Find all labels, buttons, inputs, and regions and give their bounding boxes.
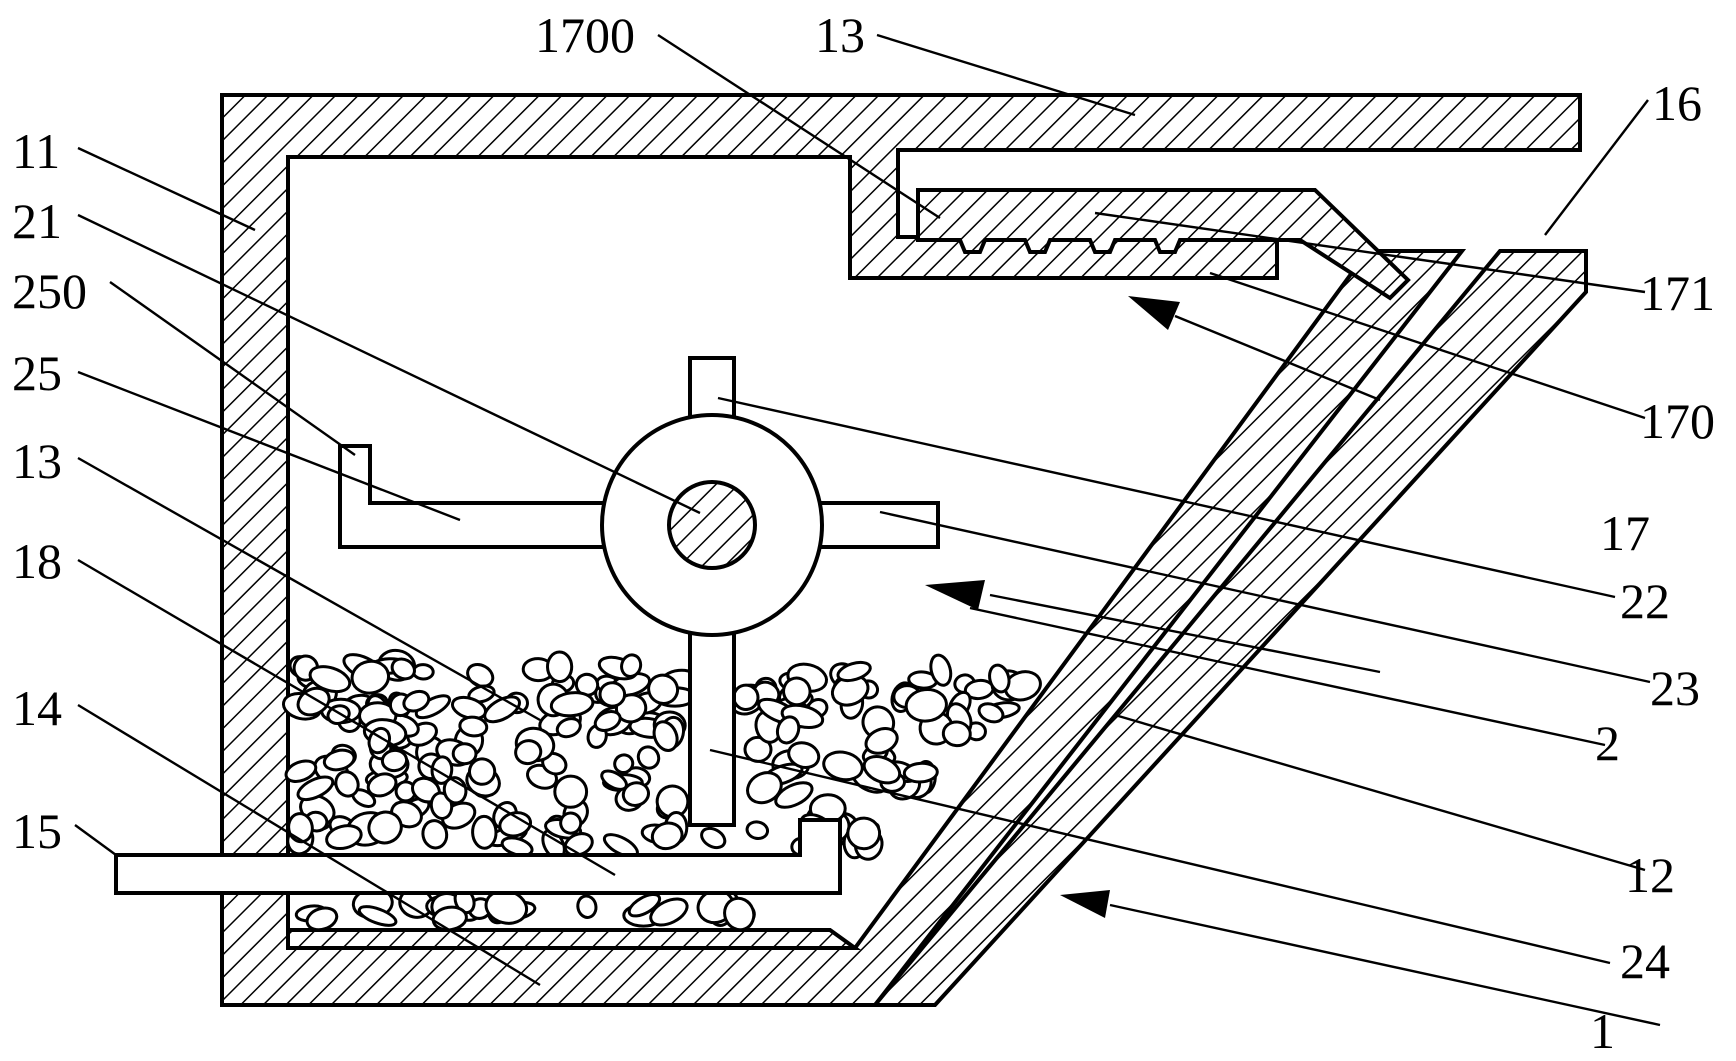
toothed-strip (916, 188, 1411, 301)
label-2: 2 (1595, 715, 1620, 771)
arrow-head-3 (1128, 296, 1180, 330)
stone (451, 742, 478, 766)
stone (553, 774, 589, 809)
label-250: 250 (12, 263, 87, 319)
stone (402, 689, 431, 713)
label-11: 11 (12, 123, 60, 179)
discharge-pipe (114, 818, 842, 895)
inclined-plate (870, 249, 1588, 1007)
label-171: 171 (1640, 265, 1715, 321)
stone (700, 826, 727, 850)
stone (836, 660, 872, 683)
stone (367, 810, 403, 845)
flow-arrows (925, 296, 1661, 1027)
stone (325, 824, 363, 851)
stone (549, 691, 595, 718)
reference-numerals: 1700 13 16 11 21 250 25 13 18 14 15 171 … (12, 7, 1715, 1059)
stone (846, 816, 882, 851)
stone (929, 653, 953, 687)
stone (593, 710, 622, 732)
stone (576, 894, 598, 919)
stone (621, 781, 650, 807)
stone (822, 750, 864, 782)
stone (471, 814, 498, 850)
stone (308, 665, 352, 694)
rotor-shaft (667, 480, 757, 570)
stone (545, 650, 574, 684)
stone (421, 819, 449, 850)
leader-lines (74, 33, 1651, 987)
stone (782, 676, 812, 707)
stone (902, 761, 939, 784)
label-25: 25 (12, 345, 62, 401)
label-22: 22 (1620, 573, 1670, 629)
stone (627, 892, 662, 918)
stone (864, 727, 899, 755)
label-13-left: 13 (12, 433, 62, 489)
stone (514, 739, 543, 766)
stone (322, 748, 356, 772)
arm-down (688, 618, 736, 827)
label-13-top: 13 (815, 7, 865, 63)
stone (723, 896, 756, 932)
stone (904, 688, 948, 723)
stone (620, 653, 643, 678)
label-170: 170 (1640, 393, 1715, 449)
arrow-head-2 (925, 580, 985, 610)
stone (787, 741, 821, 769)
stone (636, 745, 661, 770)
arm-right (806, 501, 940, 549)
stone (746, 771, 783, 805)
label-1: 1 (1590, 1003, 1615, 1059)
label-18: 18 (12, 533, 62, 589)
stone (366, 772, 398, 798)
stone (390, 657, 416, 681)
stone (774, 781, 814, 809)
label-23: 23 (1650, 660, 1700, 716)
stone (559, 811, 583, 835)
stone (334, 770, 360, 798)
stone (357, 905, 398, 927)
stone (498, 811, 533, 838)
stone (650, 821, 684, 851)
label-14: 14 (12, 680, 62, 736)
stone (284, 759, 318, 783)
label-17: 17 (1600, 505, 1650, 561)
stone (647, 673, 680, 705)
stone (988, 663, 1011, 694)
stone (977, 702, 1005, 724)
label-12: 12 (1625, 847, 1675, 903)
inner-liner (286, 928, 862, 950)
stone (458, 715, 489, 738)
stone (649, 897, 689, 927)
stone (305, 906, 339, 932)
stone (380, 748, 409, 773)
stone (862, 755, 902, 785)
stone (652, 720, 679, 752)
housing-wall (220, 93, 1582, 1007)
label-24: 24 (1620, 933, 1670, 989)
label-16: 16 (1652, 75, 1702, 131)
stone (350, 659, 391, 695)
stone (296, 775, 335, 802)
stone (745, 820, 770, 840)
stone (941, 720, 972, 748)
label-15: 15 (12, 803, 62, 859)
stone (555, 717, 582, 739)
label-21: 21 (12, 193, 62, 249)
stone (613, 753, 635, 774)
arrow-head-1 (1060, 890, 1110, 918)
stone (775, 715, 801, 745)
stone (467, 757, 497, 786)
label-1700: 1700 (535, 7, 635, 63)
stone (598, 681, 627, 708)
arm-left-l (338, 444, 614, 549)
